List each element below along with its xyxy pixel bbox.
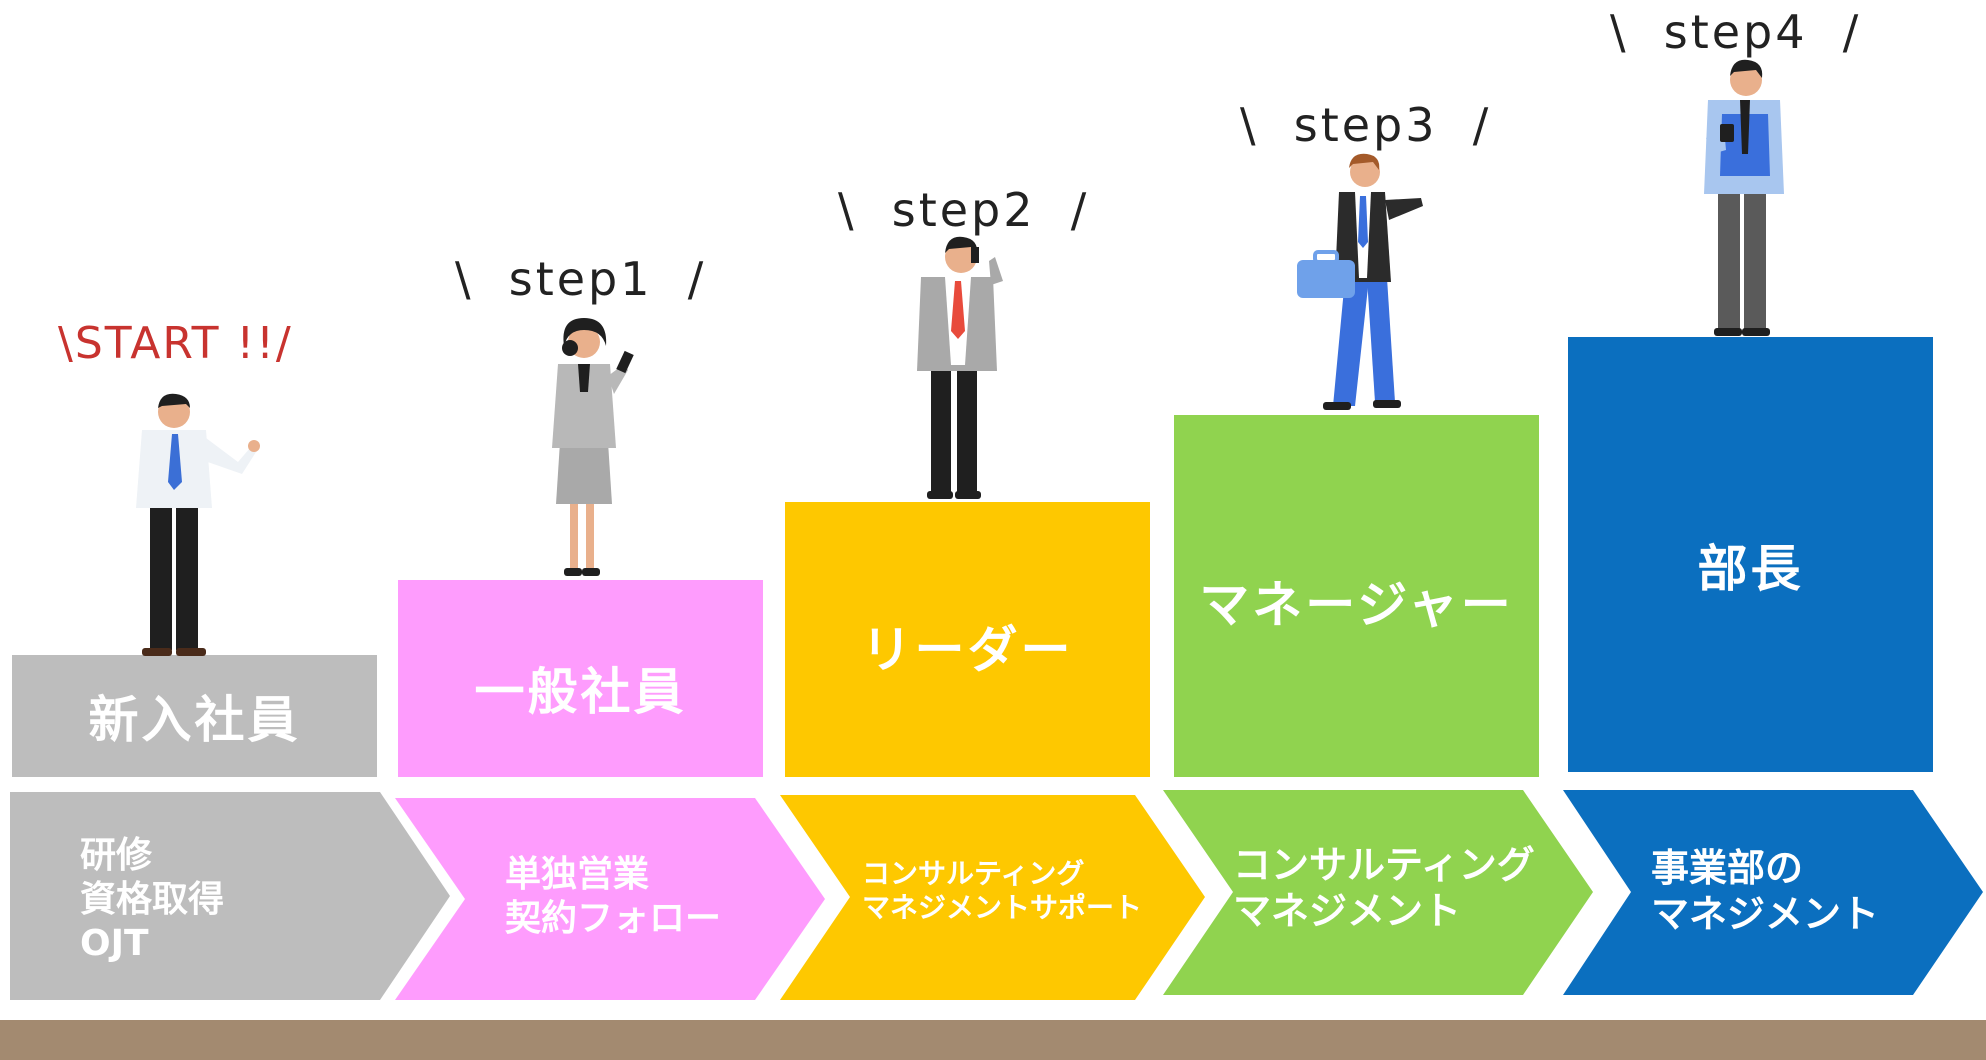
arrow-consulting-management: コンサルティング マネジメント <box>1163 790 1593 995</box>
step1-label: \ step1 / <box>455 252 707 306</box>
arrow-division-management-shape <box>1563 790 1983 995</box>
leader-figure-icon <box>917 236 1003 499</box>
block-department-head-label: 部長 <box>1697 540 1804 598</box>
block-new-employee-label: 新入社員 <box>88 691 301 749</box>
arrow-consulting-support-text: コンサルティング マネジメントサポート <box>862 857 1143 925</box>
arrow-training-text: 研修 資格取得 OJT <box>80 835 225 964</box>
arrow-division-management-text: 事業部の マネジメント <box>1651 846 1880 937</box>
department-head-figure-icon <box>1704 59 1784 336</box>
arrow-division-management: 事業部の マネジメント <box>1563 790 1983 995</box>
person-general-employee <box>530 312 640 582</box>
general-employee-figure-icon <box>552 318 634 576</box>
block-new-employee: 新入社員 <box>12 655 377 777</box>
arrow-sales: 単独営業 契約フォロー <box>395 798 825 1000</box>
block-leader: リーダー <box>785 502 1150 777</box>
block-manager-label: マネージャー <box>1199 576 1514 634</box>
arrow-training-shape <box>10 792 450 1000</box>
person-new-employee <box>120 390 260 658</box>
arrow-consulting-management-text: コンサルティング マネジメント <box>1233 843 1535 934</box>
arrow-sales-shape <box>395 798 825 1000</box>
step3-label: \ step3 / <box>1240 98 1492 152</box>
block-department-head: 部長 <box>1568 337 1933 772</box>
person-manager <box>1285 150 1445 418</box>
arrow-consulting-management-shape <box>1163 790 1593 995</box>
step2-label: \ step2 / <box>838 183 1090 237</box>
block-leader-label: リーダー <box>861 621 1074 679</box>
start-label: \START !!/ <box>58 318 293 369</box>
arrow-consulting-support-shape <box>780 795 1205 1000</box>
person-leader <box>905 235 1015 503</box>
arrow-training: 研修 資格取得 OJT <box>10 792 450 1000</box>
person-department-head <box>1690 58 1800 340</box>
block-general-employee: 一般社員 <box>398 580 763 777</box>
arrow-consulting-support: コンサルティング マネジメントサポート <box>780 795 1205 1000</box>
arrow-sales-text: 単独営業 契約フォロー <box>505 854 722 939</box>
block-general-employee-label: 一般社員 <box>474 663 687 721</box>
ground-bar <box>0 1020 1986 1060</box>
manager-figure-icon <box>1297 153 1423 410</box>
block-manager: マネージャー <box>1174 415 1539 777</box>
step4-label: \ step4 / <box>1610 5 1862 59</box>
new-employee-figure-icon <box>136 393 260 656</box>
